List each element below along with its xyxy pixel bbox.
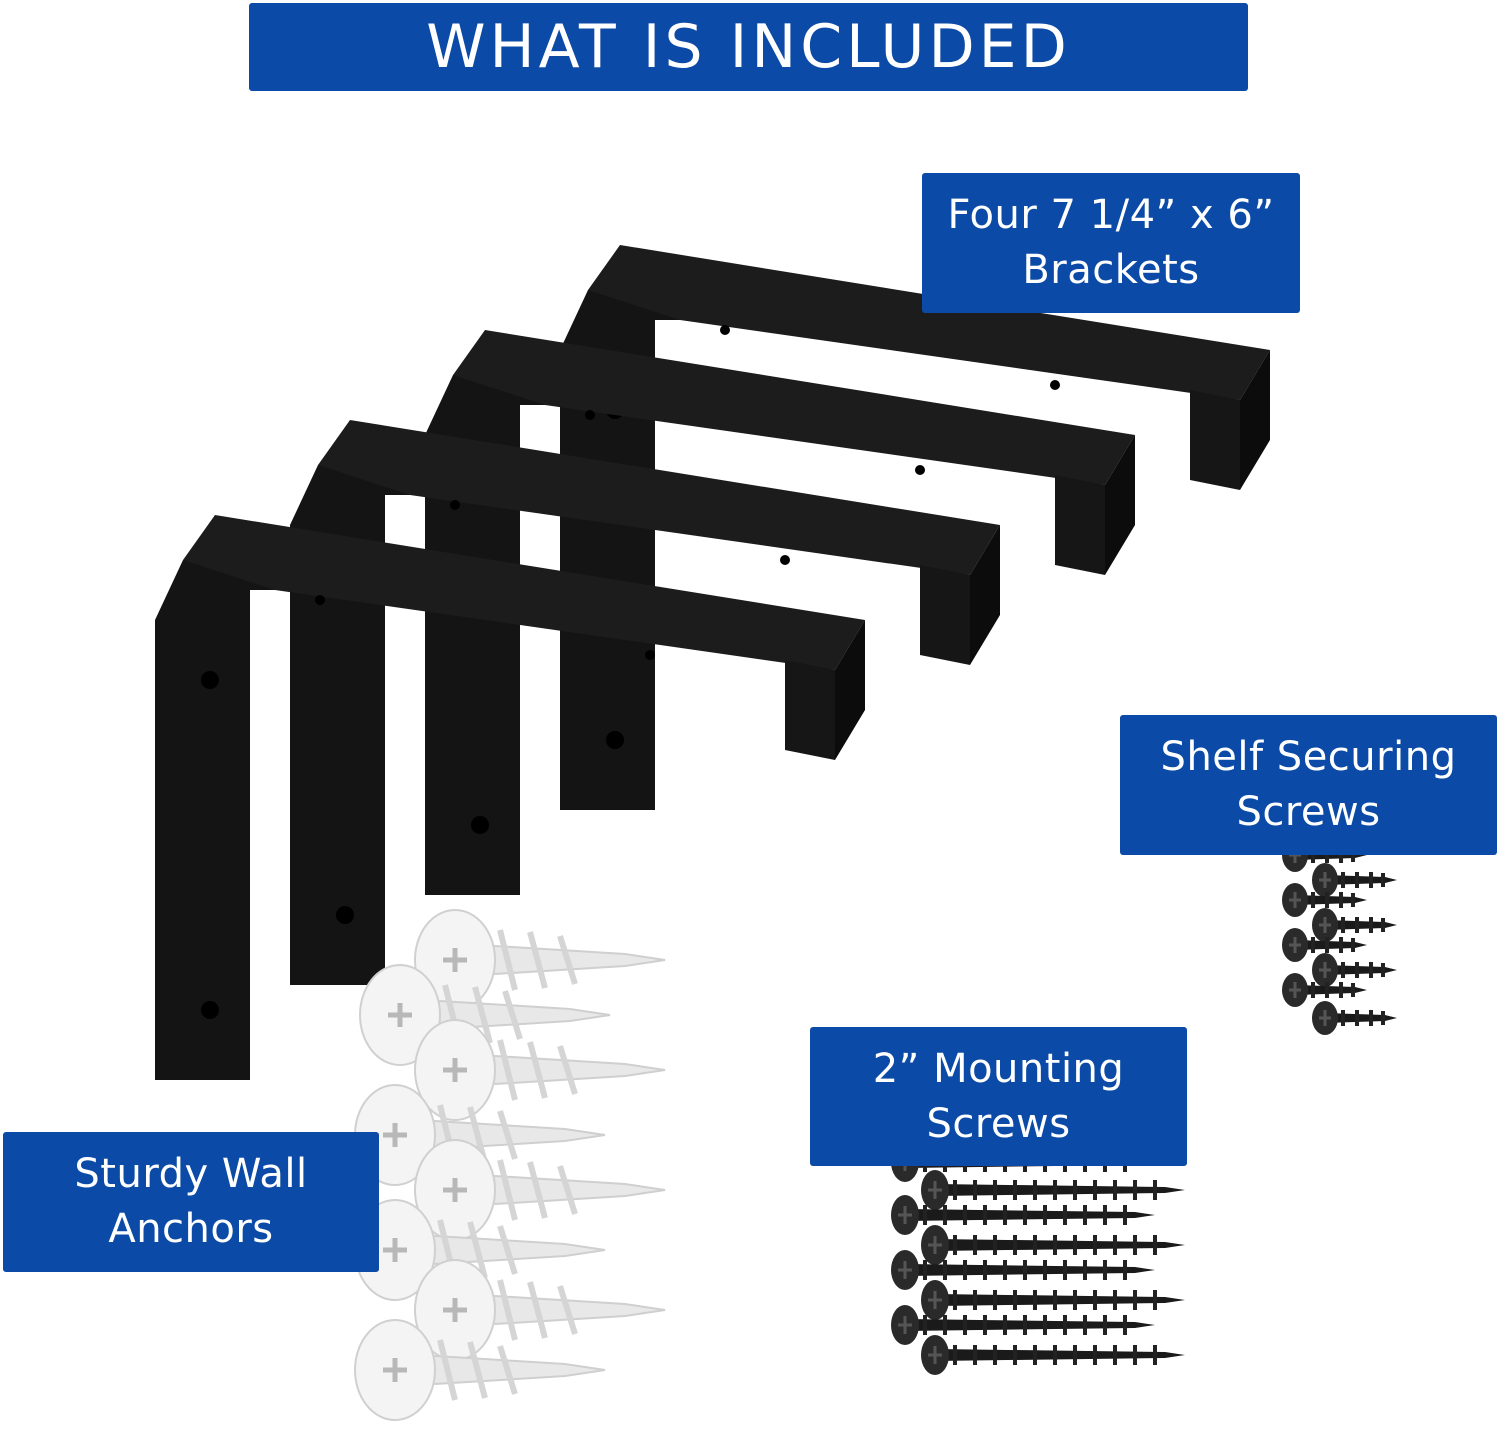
wall-anchors-label-line1: Sturdy Wall <box>74 1151 308 1197</box>
brackets-label-line1: Four 7 1/4” x 6” <box>947 192 1275 238</box>
wall-anchors-label-line2: Anchors <box>108 1206 274 1252</box>
shelf-screws-label: Shelf Securing Screws <box>1120 715 1497 855</box>
wall-anchor-icon <box>355 910 665 1420</box>
shelf-bracket-icon <box>155 245 1270 1080</box>
mounting-screws-label-line2: Screws <box>926 1100 1071 1147</box>
page-title: WHAT IS INCLUDED <box>249 3 1248 91</box>
mounting-screws-label-line1: 2” Mounting <box>872 1045 1125 1092</box>
shelf-screws-label-line1: Shelf Securing <box>1160 734 1457 780</box>
mounting-screws-label: 2” Mounting Screws <box>810 1027 1187 1166</box>
wood-screw-icon <box>1280 836 1399 1037</box>
brackets-label-line2: Brackets <box>1022 247 1200 293</box>
mounting-screw-icon <box>889 1140 1187 1377</box>
shelf-screws-label-line2: Screws <box>1236 789 1381 835</box>
wall-anchors-label: Sturdy Wall Anchors <box>3 1132 379 1272</box>
brackets-label: Four 7 1/4” x 6” Brackets <box>922 173 1300 313</box>
